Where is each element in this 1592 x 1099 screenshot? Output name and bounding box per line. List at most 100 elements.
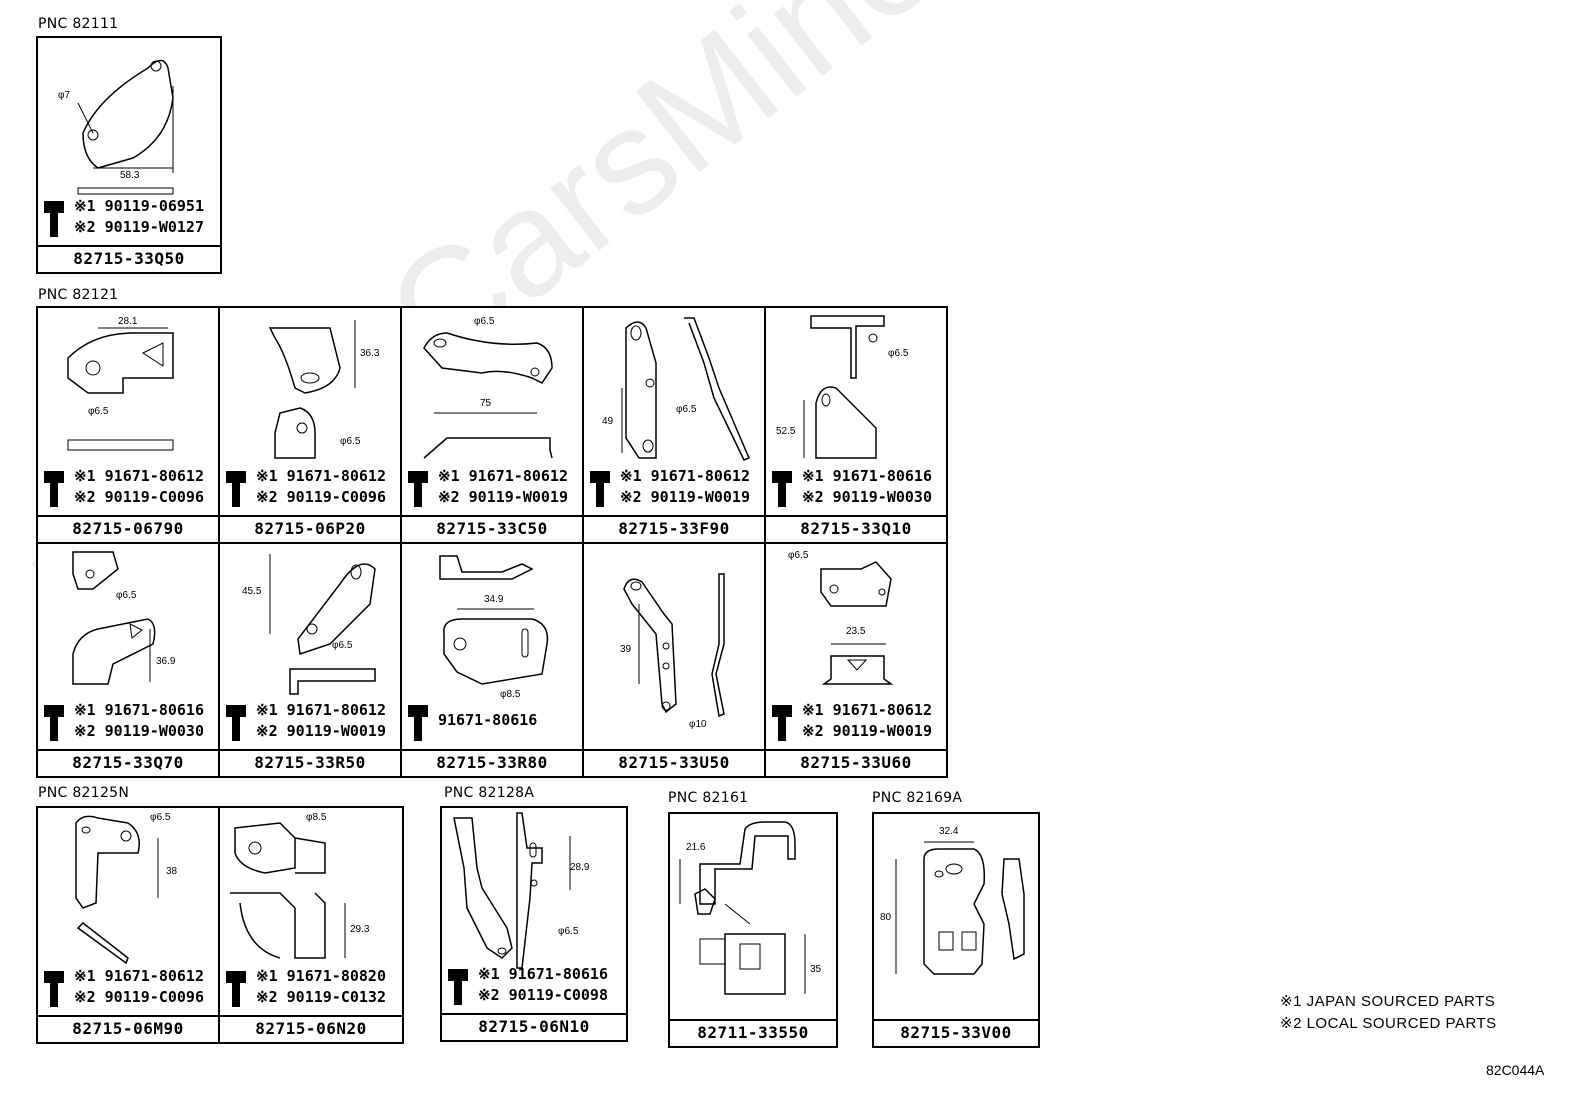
dim-hole: φ6.5 (888, 348, 909, 359)
bolt-spec: ※1 91671-80612 ※2 90119-W0019 (588, 467, 764, 511)
part-box[interactable]: 39 φ10 82715-33U50 (582, 542, 766, 778)
dim-width: 34.9 (484, 594, 504, 605)
bolt-spec: ※1 90119-06951 ※2 90119-W0127 (42, 197, 220, 241)
bolt-icon (44, 971, 64, 1007)
bolt-local: ※2 90119-C0096 (74, 488, 204, 506)
part-box[interactable]: 45.5 φ6.5 ※1 91671-80612 ※2 90119-W0019 … (218, 542, 402, 778)
note-japan: ※1 JAPAN SOURCED PARTS (1280, 993, 1496, 1010)
bolt-japan: ※1 91671-80616 (802, 467, 932, 485)
dim-height: 45.5 (242, 586, 262, 597)
part-box[interactable]: 21.6 35 82711-33550 (668, 812, 838, 1048)
bolt-icon (44, 201, 64, 237)
dim-hole: φ6.5 (340, 436, 361, 447)
part-number[interactable]: 82715-33F90 (584, 515, 764, 542)
dim-hole: φ8.5 (500, 689, 521, 700)
part-box[interactable]: 28.1 φ6.5 ※1 91671-80612 ※2 90119-C0096 … (36, 306, 220, 544)
bolt-japan: ※1 91671-80820 (256, 967, 386, 985)
bolt-spec: ※1 91671-80616 ※2 90119-W0030 (770, 467, 946, 511)
bracket-drawing (67, 327, 174, 451)
part-box[interactable]: φ6.5 75 ※1 91671-80612 ※2 90119-W0019 82… (400, 306, 584, 544)
part-number[interactable]: 82715-06N10 (442, 1013, 626, 1040)
dim-hole: φ6.5 (332, 640, 353, 651)
part-box[interactable]: φ7 58.3 ※1 90119-06951 ※2 90119-W0127 82… (36, 36, 222, 274)
bracket-drawing (77, 59, 174, 195)
part-box[interactable]: 28.9 φ6.5 ※1 91671-80616 ※2 90119-C0098 … (440, 806, 628, 1042)
bolt-local: ※2 90119-C0098 (478, 986, 608, 1004)
bolt-japan: ※1 91671-80616 (74, 701, 204, 719)
dim-height: 39 (620, 644, 632, 655)
part-number[interactable]: 82715-33V00 (874, 1019, 1038, 1046)
dim-width: 21.6 (686, 842, 706, 853)
bracket-drawing (621, 317, 750, 461)
dim-width: 23.5 (846, 626, 866, 637)
part-number[interactable]: 82715-33Q50 (38, 245, 220, 272)
bolt-local: ※2 90119-W0019 (620, 488, 750, 506)
bolt-local: ※2 90119-W0030 (802, 488, 932, 506)
bracket-drawing (623, 573, 725, 718)
bolt-spec: ※1 91671-80612 ※2 90119-W0019 (406, 467, 582, 511)
bolt-icon (590, 471, 610, 507)
dim-hole: φ6.5 (88, 406, 109, 417)
part-box[interactable]: 49 φ6.5 ※1 91671-80612 ※2 90119-W0019 82… (582, 306, 766, 544)
dim-height: 29.3 (350, 924, 370, 935)
bolt-local: ※2 90119-W0019 (438, 488, 568, 506)
bolt-japan: ※1 91671-80616 (478, 965, 608, 983)
part-number[interactable]: 82715-33R80 (402, 749, 582, 776)
bolt-icon (772, 471, 792, 507)
figure-code: 82C044A (1486, 1062, 1545, 1078)
part-number[interactable]: 82715-06M90 (38, 1015, 218, 1042)
bolt-japan: ※1 91671-80612 (256, 467, 386, 485)
bolt-icon (226, 705, 246, 741)
dim-hole: φ8.5 (306, 812, 327, 823)
bolt-local: ※2 90119-W0019 (802, 722, 932, 740)
bolt-local: ※2 90119-C0096 (74, 988, 204, 1006)
bolt-spec: ※1 91671-80612 ※2 90119-C0096 (42, 467, 218, 511)
dim-height: 36.3 (360, 348, 380, 359)
dim-length: 58.3 (120, 170, 140, 181)
part-number[interactable]: 82711-33550 (670, 1019, 836, 1046)
dim-hole: φ7 (58, 90, 71, 101)
bolt-icon (44, 471, 64, 507)
part-number[interactable]: 82715-33C50 (402, 515, 582, 542)
part-number[interactable]: 82715-33U60 (766, 749, 946, 776)
bolt-spec: 91671-80616 (406, 701, 582, 745)
bolt-japan: ※1 91671-80612 (802, 701, 932, 719)
bracket-drawing (72, 551, 156, 685)
part-box[interactable]: φ6.5 52.5 ※1 91671-80616 ※2 90119-W0030 … (764, 306, 948, 544)
dim-hole: φ10 (689, 719, 707, 730)
bolt-icon (408, 705, 428, 741)
bolt-icon (408, 471, 428, 507)
pnc-label-82125n: PNC 82125N (38, 785, 130, 801)
part-box[interactable]: φ6.5 38 ※1 91671-80612 ※2 90119-C0096 82… (36, 806, 220, 1044)
part-box[interactable]: 36.3 φ6.5 ※1 91671-80612 ※2 90119-C0096 … (218, 306, 402, 544)
part-box[interactable]: φ8.5 29.3 ※1 91671-80820 ※2 90119-C0132 … (218, 806, 404, 1044)
part-box[interactable]: 32.4 80 82715-33V00 (872, 812, 1040, 1048)
bolt-icon (226, 471, 246, 507)
dim-height: 38 (166, 866, 178, 877)
bolt-local: ※2 90119-W0127 (74, 218, 204, 236)
bolt-spec: ※1 91671-80612 ※2 90119-C0096 (42, 967, 218, 1011)
part-number[interactable]: 82715-06N20 (220, 1015, 402, 1042)
dim-hole: φ6.5 (150, 812, 171, 823)
bolt-icon (44, 705, 64, 741)
dim-hole: φ6.5 (676, 404, 697, 415)
part-number[interactable]: 82715-33Q70 (38, 749, 218, 776)
part-box[interactable]: φ6.5 36.9 ※1 91671-80616 ※2 90119-W0030 … (36, 542, 220, 778)
note-local: ※2 LOCAL SOURCED PARTS (1280, 1015, 1497, 1032)
bracket-drawing (453, 812, 571, 969)
dim-width: 28.1 (118, 316, 138, 327)
part-box[interactable]: φ6.5 23.5 ※1 91671-80612 ※2 90119-W0019 … (764, 542, 948, 778)
bolt-japan: ※1 91671-80612 (438, 467, 568, 485)
part-number[interactable]: 82715-06790 (38, 515, 218, 542)
bolt-local: ※2 90119-W0019 (256, 722, 386, 740)
bolt-japan: ※1 91671-80612 (74, 467, 204, 485)
bolt-icon (448, 969, 468, 1005)
part-number[interactable]: 82715-33Q10 (766, 515, 946, 542)
part-number[interactable]: 82715-33U50 (584, 749, 764, 776)
part-number[interactable]: 82715-06P20 (220, 515, 400, 542)
part-number[interactable]: 82715-33R50 (220, 749, 400, 776)
part-box[interactable]: 34.9 φ8.5 91671-80616 82715-33R80 (400, 542, 584, 778)
pnc-label-82169a: PNC 82169A (872, 790, 963, 806)
bolt-icon (772, 705, 792, 741)
bolt-spec: ※1 91671-80612 ※2 90119-C0096 (224, 467, 400, 511)
